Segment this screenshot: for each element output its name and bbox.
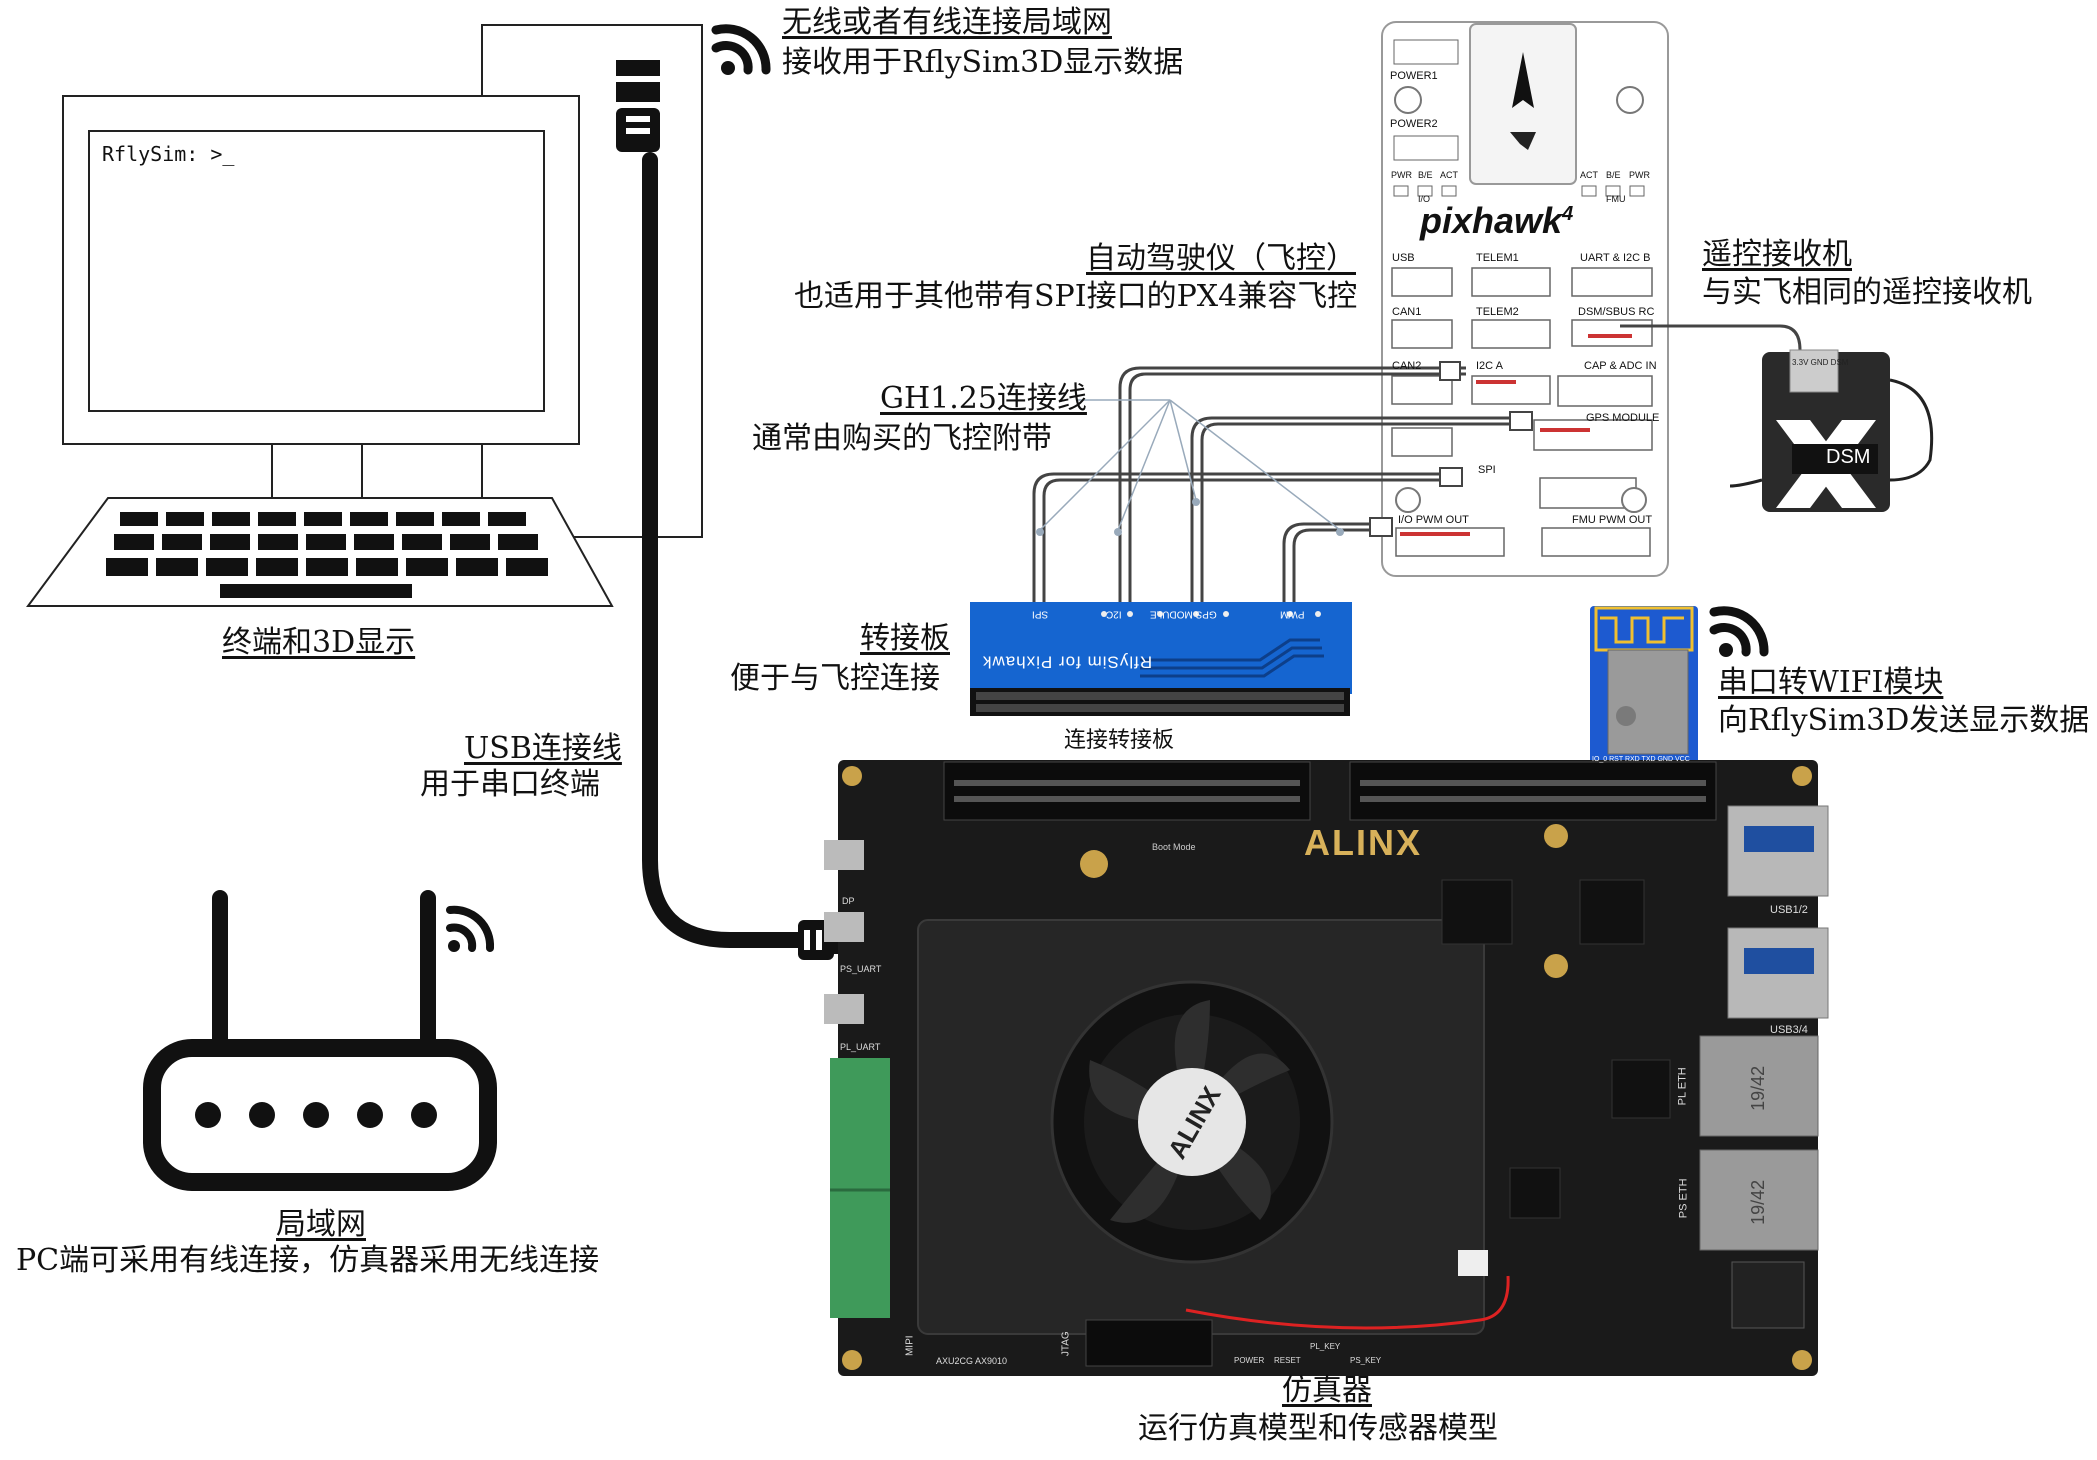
- adapter-pin-gps: GPS MODULE: [1150, 608, 1217, 620]
- silk-jtag: JTAG: [1060, 1331, 1072, 1357]
- led-pwr-fmu: PWR: [1629, 170, 1650, 180]
- alinx-logo: ALINX: [1304, 822, 1422, 863]
- network-link-title: 无线或者有线连接局域网: [782, 5, 1112, 40]
- silk-model: AXU2CG AX9010: [936, 1356, 1008, 1366]
- adapter-board-text: RflySim for Pixhawk: [982, 652, 1153, 672]
- wifi-module-title: 串口转WIFI模块: [1718, 665, 1944, 700]
- router-leds: [195, 1102, 437, 1128]
- router-subtitle: PC端可采用有线连接，仿真器采用无线连接: [16, 1243, 600, 1278]
- usb-cable: [616, 60, 848, 960]
- router: [143, 890, 497, 1191]
- port-uart-i2c-b: UART & I2C B: [1580, 252, 1651, 264]
- monitor-screen: [88, 130, 545, 412]
- autopilot-subtitle: 也适用于其他带有SPI接口的PX4兼容飞控: [794, 279, 1358, 314]
- port-cap-adc-in: CAP & ADC IN: [1584, 360, 1657, 372]
- adapter-pin-spi: SPI: [1032, 608, 1049, 620]
- port-i2c-a: I2C A: [1476, 360, 1503, 372]
- port-power2: POWER2: [1390, 118, 1438, 130]
- simulator-board: [824, 760, 1829, 1376]
- silk-ps-key: PS_KEY: [1350, 1356, 1382, 1365]
- silk-pl-key: PL_KEY: [1310, 1342, 1341, 1351]
- usb-cable-subtitle: 用于串口终端: [420, 767, 600, 802]
- adapter-board: [970, 602, 1352, 716]
- px4-logo-icon: [1510, 132, 1536, 150]
- rc-receiver: [1620, 324, 1934, 512]
- gh-cable-plugs: [1369, 361, 1533, 537]
- silk-boot-mode: Boot Mode: [1152, 842, 1196, 852]
- dsm-pins: 3.3V GND DSM: [1792, 358, 1849, 367]
- port-telem1: TELEM1: [1476, 252, 1519, 264]
- wifi-icon: [711, 24, 771, 75]
- port-io-pwm-out: I/O PWM OUT: [1398, 514, 1469, 526]
- led-be-io: B/E: [1418, 170, 1433, 180]
- router-wifi-icon: [446, 905, 495, 952]
- rc-receiver-title: 遥控接收机: [1702, 237, 1852, 272]
- led-group-fmu: FMU: [1606, 194, 1626, 204]
- silk-pl-uart: PL_UART: [840, 1042, 881, 1052]
- silk-mipi: MIPI: [904, 1335, 916, 1357]
- autopilot-title: 自动驾驶仪（飞控）: [1086, 241, 1356, 276]
- wifi-module-wifi-icon: [1709, 606, 1769, 657]
- led-be-fmu: B/E: [1606, 170, 1621, 180]
- port-can1: CAN1: [1392, 306, 1422, 318]
- silk-usb34: USB3/4: [1770, 1024, 1808, 1036]
- port-usb: USB: [1392, 252, 1415, 264]
- port-dsm-sbus-rc: DSM/SBUS RC: [1578, 306, 1655, 318]
- terminal-title: 终端和3D显示: [222, 625, 416, 660]
- adapter-pin-pwm: PWM: [1280, 608, 1305, 620]
- gh-cable-title: GH1.25连接线: [880, 381, 1087, 416]
- port-power1: POWER1: [1390, 70, 1438, 82]
- adapter-caption: 连接转接板: [1064, 728, 1175, 753]
- wifi-module-subtitle: 向RflySim3D发送显示数据: [1718, 703, 2090, 738]
- port-telem2: TELEM2: [1476, 306, 1519, 318]
- pixhawk-model: 4: [1562, 203, 1574, 225]
- led-act-io: ACT: [1440, 170, 1458, 180]
- led-group-io: I/O: [1418, 194, 1431, 204]
- adapter-subtitle: 便于与飞控连接: [730, 661, 940, 696]
- port-fmu-pwm-out: FMU PWM OUT: [1572, 514, 1653, 526]
- gh-leader-lines: [1039, 399, 1341, 531]
- silk-ps-uart: PS_UART: [840, 964, 882, 974]
- terminal-prompt: RflySim: >_: [102, 142, 235, 166]
- pixhawk-arrow-module: [1469, 23, 1577, 185]
- pixhawk-brand: pixhawk4: [1420, 200, 1573, 241]
- network-link-subtitle: 接收用于RflySim3D显示数据: [782, 45, 1184, 80]
- router-title: 局域网: [276, 1207, 366, 1242]
- adapter-title: 转接板: [860, 621, 950, 656]
- adapter-pin-i2c: I2C: [1106, 608, 1122, 620]
- silk-dp: DP: [842, 896, 855, 906]
- gh-cable-subtitle: 通常由购买的飞控附带: [752, 421, 1052, 456]
- port-can2: CAN2: [1392, 360, 1422, 372]
- dsm-label: DSM: [1826, 446, 1871, 468]
- silk-usb12: USB1/2: [1770, 904, 1808, 916]
- rc-receiver-subtitle: 与实飞相同的遥控接收机: [1702, 275, 2032, 310]
- port-gps-module: GPS MODULE: [1586, 412, 1660, 424]
- fan-hub: [1138, 1068, 1246, 1176]
- silk-pl-eth: PL ETH: [1676, 1067, 1689, 1106]
- gh-leader-dots: [1036, 498, 1344, 536]
- silk-jack-chip-2: 19/42: [1748, 1179, 1769, 1225]
- wifi-module-pins: IO_0 RST RXD TXD GND VCC: [1592, 756, 1690, 763]
- pixhawk-brand-name: pixhawk: [1420, 200, 1563, 241]
- silk-reset: RESET: [1274, 1356, 1301, 1365]
- keyboard-keys: [106, 512, 548, 598]
- port-spi: SPI: [1478, 464, 1496, 476]
- computer: [26, 24, 703, 607]
- led-pwr-io: PWR: [1391, 170, 1412, 180]
- silk-ps-eth: PS ETH: [1677, 1178, 1690, 1219]
- pixhawk-board: [1381, 21, 1669, 577]
- silk-power: POWER: [1234, 1356, 1265, 1365]
- silk-jack-chip-1: 19/42: [1748, 1065, 1769, 1111]
- simulator-subtitle: 运行仿真模型和传感器模型: [1138, 1411, 1498, 1446]
- wifi-module: [1590, 606, 1769, 784]
- simulator-title: 仿真器: [1282, 1373, 1372, 1408]
- led-act-fmu: ACT: [1580, 170, 1598, 180]
- usb-cable-title: USB连接线: [464, 731, 622, 766]
- heading-arrow-icon: [1512, 52, 1534, 108]
